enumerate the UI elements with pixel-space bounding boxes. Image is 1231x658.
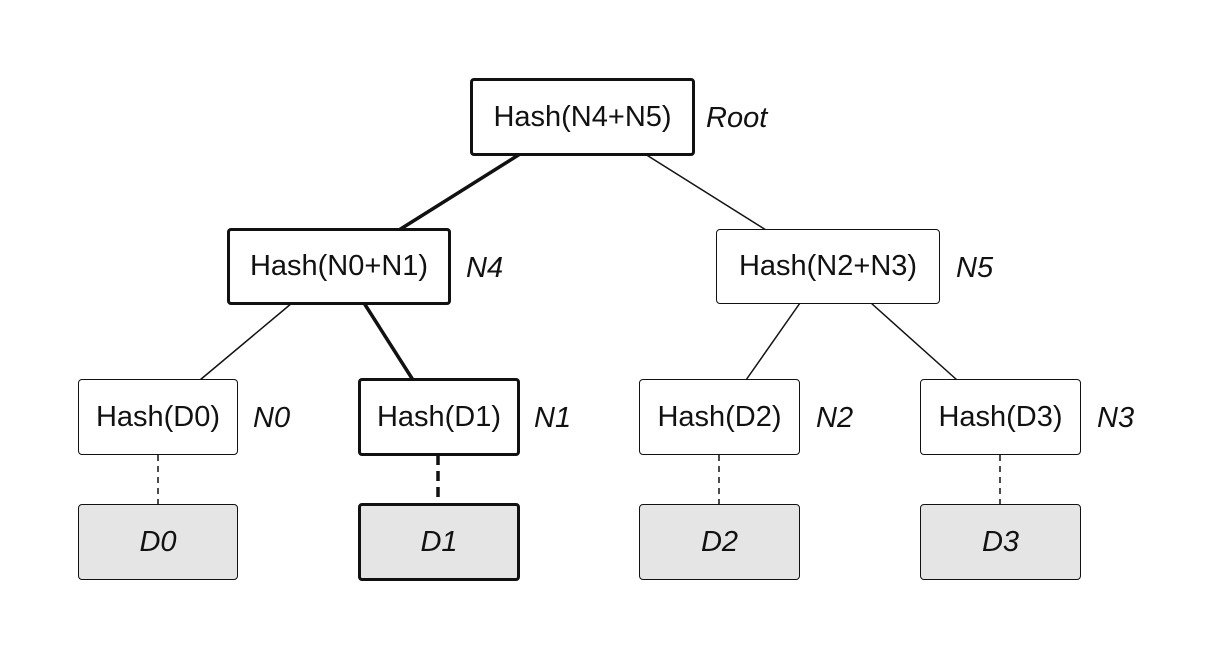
node-n4: Hash(N0+N1) bbox=[227, 228, 451, 305]
label-n1: N1 bbox=[534, 402, 572, 434]
label-n0: N0 bbox=[253, 402, 291, 434]
data-block-d0: D0 bbox=[78, 504, 238, 580]
node-n2: Hash(D2) bbox=[639, 379, 800, 455]
node-n3: Hash(D3) bbox=[920, 379, 1081, 455]
node-root: Hash(N4+N5) bbox=[470, 78, 695, 156]
edge-root-n5 bbox=[644, 153, 767, 231]
node-n1: Hash(D1) bbox=[358, 378, 520, 456]
edge-n5-n3 bbox=[870, 302, 958, 381]
edge-n5-n2 bbox=[745, 302, 801, 381]
node-n5: Hash(N2+N3) bbox=[716, 229, 940, 304]
node-n0: Hash(D0) bbox=[78, 379, 238, 455]
label-n4: N4 bbox=[466, 252, 504, 284]
edge-n4-n1 bbox=[362, 302, 415, 381]
data-block-d3: D3 bbox=[920, 504, 1081, 580]
label-root: Root bbox=[706, 102, 768, 134]
label-n5: N5 bbox=[956, 252, 994, 284]
data-block-d1: D1 bbox=[358, 503, 520, 581]
data-block-d2: D2 bbox=[639, 504, 800, 580]
edge-root-n4 bbox=[398, 152, 521, 232]
edge-n4-n0 bbox=[199, 302, 293, 381]
label-n2: N2 bbox=[816, 402, 854, 434]
label-n3: N3 bbox=[1097, 402, 1135, 434]
